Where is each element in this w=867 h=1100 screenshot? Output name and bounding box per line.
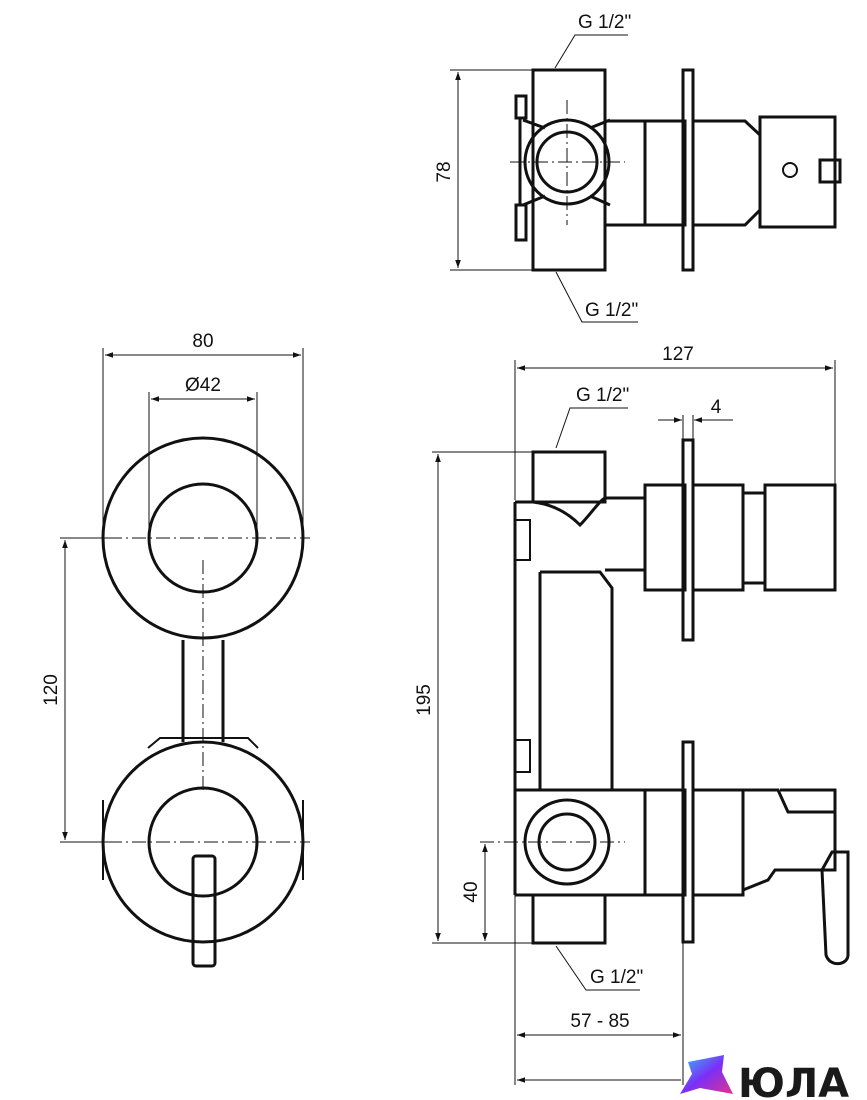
brand-logo-text: ЮЛА	[738, 1061, 849, 1100]
dim-diameter-42: Ø42	[185, 375, 221, 396]
dim-127: 127	[662, 344, 694, 365]
thread-label-side-upper: G 1/2"	[576, 385, 629, 406]
thread-label-top-lower: G 1/2"	[585, 300, 638, 321]
thread-label-top-upper: G 1/2"	[578, 12, 631, 33]
brand-logo: ЮЛА	[680, 1055, 849, 1100]
thread-label-side-lower: G 1/2"	[590, 967, 643, 988]
dim-120: 120	[41, 674, 62, 706]
front-view: 80 Ø42 120	[41, 331, 310, 968]
dim-78: 78	[434, 161, 455, 182]
brand-logo-mark	[680, 1055, 733, 1094]
top-view: 78 G 1/2" G 1/2"	[434, 12, 842, 323]
dim-4: 4	[711, 397, 722, 418]
side-view: 127 G 1/2" 4 195 40 G 1/2" 57 - 85	[414, 344, 850, 1085]
dim-40: 40	[461, 881, 482, 902]
dim-195: 195	[414, 684, 435, 716]
dim-57-85: 57 - 85	[570, 1011, 629, 1032]
dim-80: 80	[192, 331, 213, 352]
